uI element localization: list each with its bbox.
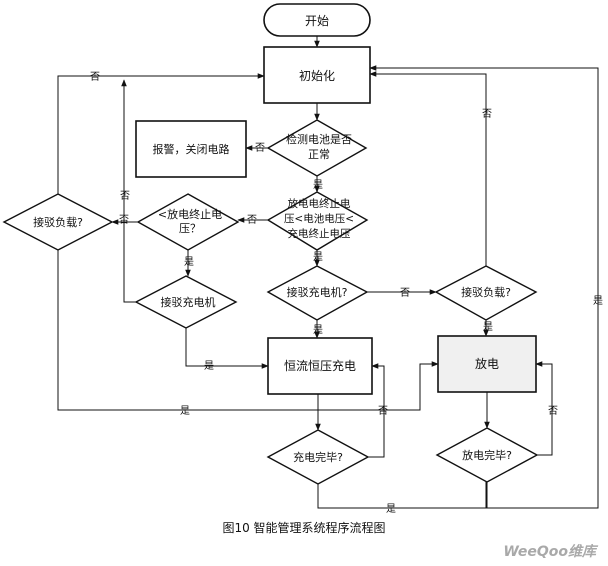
- svg-text:放电完毕?: 放电完毕?: [462, 448, 512, 462]
- connect-charger-mid-diamond: 接驳充电机?: [266, 265, 369, 321]
- connectors: [57, 36, 599, 509]
- arrow-load-yes-discharge: [57, 250, 439, 411]
- label-no: 否: [119, 214, 129, 226]
- svg-text:压？: 压？: [179, 222, 201, 235]
- svg-text:初始化: 初始化: [299, 69, 335, 83]
- svg-text:放电: 放电: [475, 356, 499, 371]
- svg-text:正常: 正常: [308, 148, 330, 161]
- label-yes: 是: [204, 360, 214, 372]
- check-battery-diamond: 检测电池是否 正常: [266, 119, 368, 177]
- svg-text:报警，关闭电路: 报警，关闭电路: [153, 142, 230, 156]
- arrow-discharge-no-loop: [535, 361, 553, 456]
- svg-text:接驳充电机: 接驳充电机: [161, 295, 216, 309]
- label-yes: 是: [180, 405, 190, 417]
- label-no: 否: [400, 287, 410, 299]
- cc-cv-charge-box: 恒流恒压充电: [267, 337, 373, 395]
- arrow-charger-yes-charge: [185, 328, 269, 369]
- arrow-charge-no-loop: [368, 363, 385, 458]
- figure-caption: 图10 智能管理系统程序流程图: [222, 520, 385, 535]
- label-no: 否: [548, 405, 558, 417]
- arrow-load-no-init: [57, 73, 265, 194]
- label-yes: 是: [593, 295, 603, 307]
- svg-text:接驳负载?: 接驳负载?: [461, 285, 511, 299]
- arrow-charger-no-init: [121, 79, 136, 303]
- charge-done-diamond: 充电完毕?: [266, 429, 370, 485]
- discharge-box: 放电: [437, 335, 537, 393]
- start-node: 开始: [263, 3, 371, 37]
- init-box: 初始化: [263, 46, 371, 104]
- svg-text:开始: 开始: [305, 14, 329, 28]
- label-no: 否: [378, 405, 388, 417]
- label-yes: 是: [313, 251, 323, 263]
- label-no: 否: [247, 214, 257, 226]
- arrow-charge-yes: [317, 482, 487, 509]
- label-no: 否: [90, 71, 100, 83]
- alarm-box: 报警，关闭电路: [135, 120, 247, 178]
- connect-charger-left-diamond: 接驳充电机: [134, 275, 238, 329]
- svg-text:压<电池电压<: 压<电池电压<: [284, 212, 354, 225]
- arrow-discharge-yes-init: [369, 65, 599, 509]
- arrow-right-no-init: [369, 71, 487, 266]
- label-yes: 是: [313, 324, 323, 336]
- label-yes: 是: [483, 321, 493, 333]
- voltage-compare-diamond: 放电电终止电 压<电池电压< 充电终止电压: [266, 191, 369, 251]
- svg-text:放电电终止电: 放电电终止电: [288, 197, 351, 210]
- discharge-done-diamond: 放电完毕?: [435, 427, 539, 483]
- svg-text:充电终止电压: 充电终止电压: [288, 227, 351, 240]
- connect-load-left-diamond: 接驳负载?: [2, 193, 114, 251]
- label-no: 否: [482, 108, 492, 120]
- edge-labels: 否 是 否 否 否 否 是 是 否 是 是 否 是 是 否 否 是 是: [90, 71, 603, 515]
- connect-load-right-diamond: 接驳负载?: [434, 265, 538, 321]
- discharge-limit-diamond: <放电终止电 压？: [136, 193, 240, 251]
- svg-text:<放电终止电: <放电终止电: [158, 207, 222, 221]
- label-no: 否: [120, 190, 130, 202]
- svg-text:恒流恒压充电: 恒流恒压充电: [284, 358, 356, 373]
- svg-text:接驳充电机?: 接驳充电机?: [287, 285, 348, 299]
- watermark: WeeQoo维库: [503, 543, 599, 560]
- label-yes: 是: [313, 179, 323, 191]
- svg-text:接驳负载?: 接驳负载?: [33, 215, 83, 229]
- svg-text:检测电池是否: 检测电池是否: [286, 132, 352, 146]
- svg-text:充电完毕?: 充电完毕?: [293, 450, 343, 464]
- label-no: 否: [255, 142, 265, 154]
- label-yes: 是: [184, 256, 194, 268]
- label-yes: 是: [386, 503, 396, 515]
